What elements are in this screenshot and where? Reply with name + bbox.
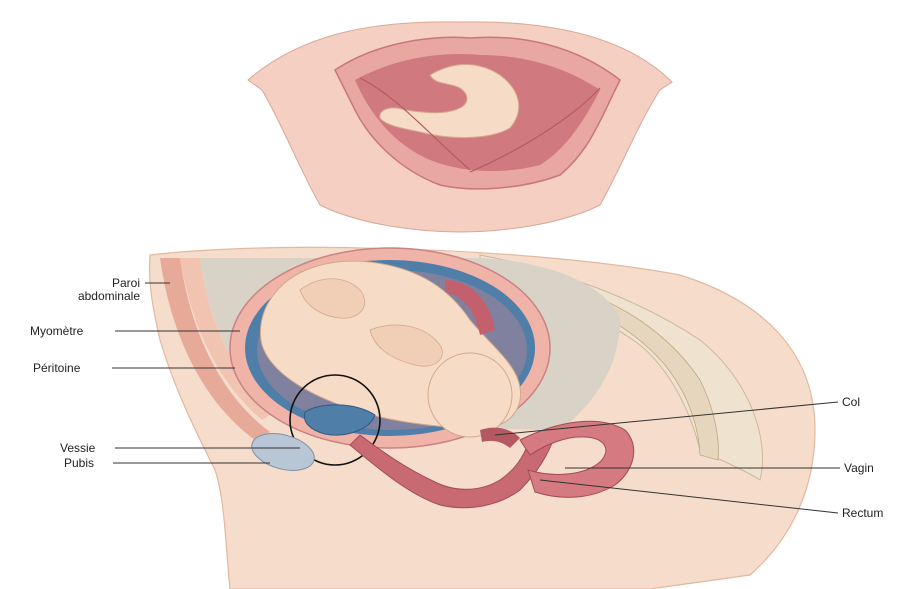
label-col: Col bbox=[842, 396, 860, 409]
label-paroi-line2: abdominale bbox=[40, 290, 140, 303]
label-pubis: Pubis bbox=[64, 457, 94, 470]
label-paroi-abdominale: Paroi abdominale bbox=[40, 277, 140, 303]
label-vessie: Vessie bbox=[60, 442, 95, 455]
sagittal-section-illustration bbox=[149, 247, 815, 589]
label-peritoine: Péritoine bbox=[33, 362, 80, 375]
top-incision-illustration bbox=[248, 22, 672, 232]
label-vagin: Vagin bbox=[844, 462, 874, 475]
label-rectum: Rectum bbox=[842, 507, 883, 520]
label-myometre: Myomètre bbox=[30, 325, 83, 338]
